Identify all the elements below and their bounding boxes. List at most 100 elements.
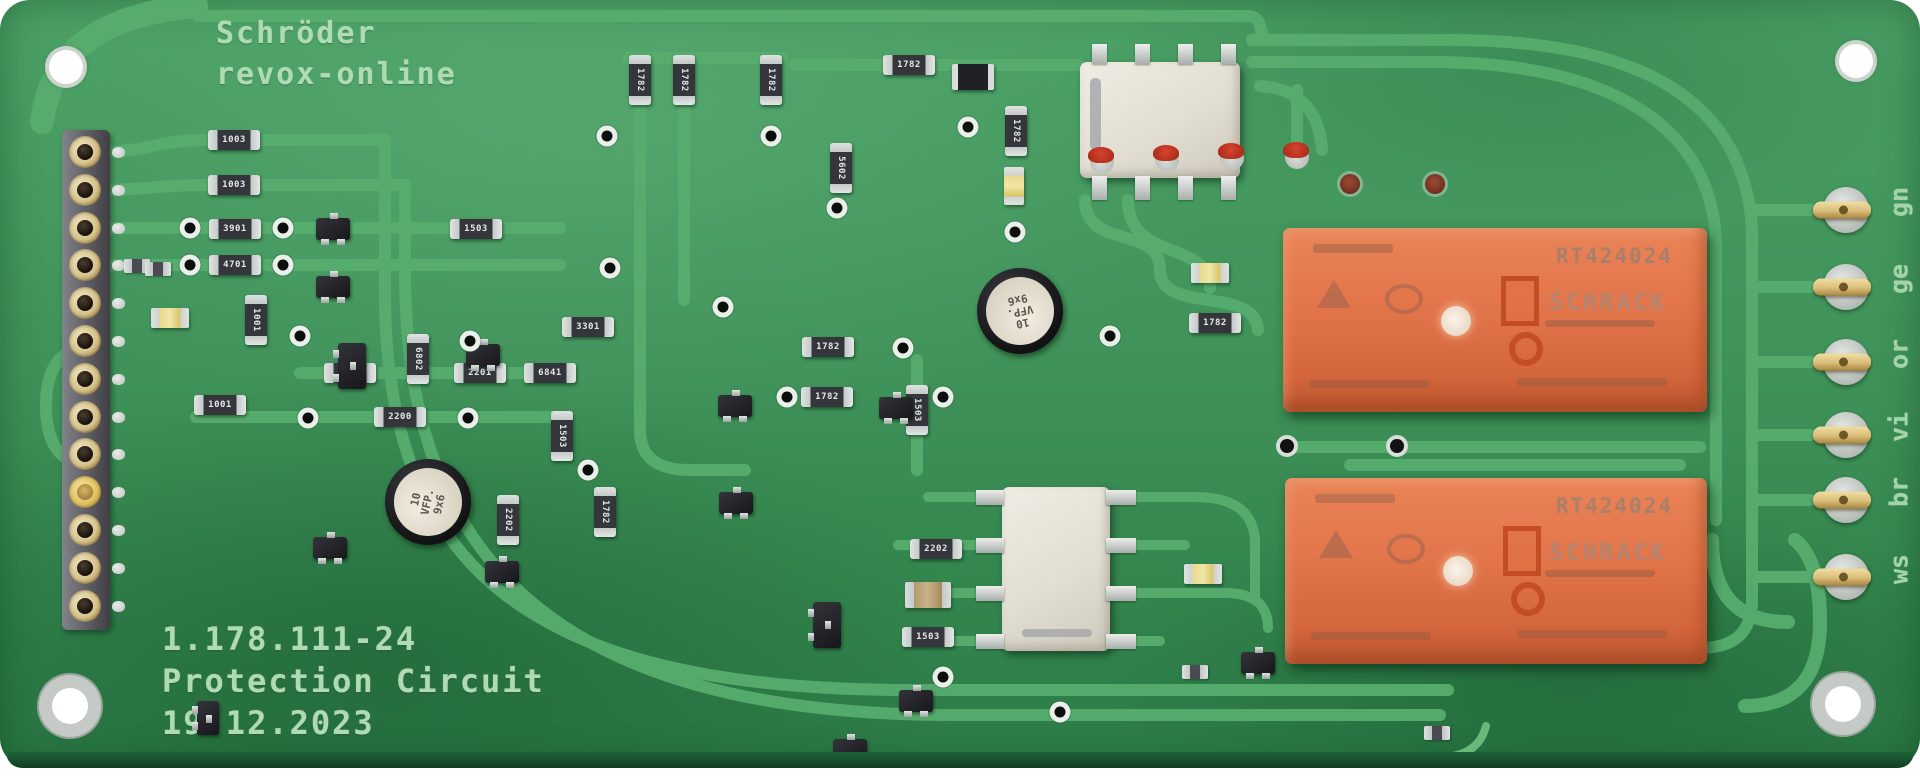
resistor: 3901	[209, 219, 261, 239]
solder-bump	[112, 562, 125, 574]
header-socket	[69, 211, 101, 244]
relay-pin-pad	[1390, 439, 1404, 453]
transistor-sot223	[808, 602, 841, 648]
header-socket	[69, 476, 101, 509]
mounting-hole-bottom-left	[52, 688, 88, 724]
relay-subtext	[1517, 630, 1667, 638]
via	[897, 342, 909, 354]
relay-marking-line	[1315, 494, 1395, 503]
via	[781, 391, 793, 403]
via	[601, 130, 613, 142]
wire-lug	[1813, 278, 1871, 296]
via	[462, 412, 474, 424]
cert-square-icon	[1501, 276, 1539, 326]
ceramic-capacitor	[905, 582, 951, 608]
transistor	[316, 213, 350, 245]
relay-subtext	[1311, 632, 1431, 640]
resistor: 1782	[673, 55, 695, 105]
header-socket	[69, 551, 101, 584]
copper-pad	[1340, 174, 1360, 194]
silkscreen-brand-line2: revox-online	[216, 57, 457, 92]
diode	[952, 64, 994, 90]
transistor	[899, 685, 933, 717]
test-pad-red-marked	[1283, 142, 1309, 169]
solder-bump	[112, 336, 125, 347]
resistor: 1503	[902, 627, 954, 647]
wire-lug	[1813, 491, 1871, 509]
via	[294, 330, 306, 342]
test-pad-red-marked	[1218, 143, 1244, 170]
relay-subtext	[1309, 380, 1429, 388]
mounting-hole-top-left	[49, 50, 83, 84]
resistor: 6841	[524, 363, 576, 383]
led	[151, 308, 189, 328]
wire-label-gn: gn	[1884, 186, 1914, 218]
via	[765, 130, 777, 142]
relay-white-dot	[1443, 556, 1473, 586]
solder-bump	[112, 222, 125, 234]
solder-bump	[112, 373, 125, 385]
resistor: 1001	[245, 295, 267, 345]
wire-label-br: br	[1884, 476, 1914, 508]
via	[184, 259, 196, 271]
wire-label-or: or	[1884, 338, 1914, 370]
transistor	[1241, 647, 1275, 679]
transistor	[718, 390, 752, 422]
cert-oval-icon	[1385, 284, 1423, 314]
resistor: 2200	[374, 407, 426, 427]
test-pad-red-marked	[1153, 145, 1179, 172]
led	[1004, 167, 1024, 205]
box-sticker	[1022, 629, 1092, 637]
wire-lug	[1813, 426, 1871, 444]
box-pin	[976, 538, 1004, 553]
copper-pad	[1425, 174, 1445, 194]
cert-triangle-icon	[1319, 530, 1353, 558]
resistor: 1001	[194, 395, 246, 415]
relay-model: RT424024	[1555, 494, 1673, 518]
box-pin	[1106, 634, 1136, 649]
solder-bump	[112, 411, 125, 423]
solder-bump	[112, 147, 125, 158]
resistor: 1782	[594, 487, 616, 537]
transistor	[485, 556, 519, 588]
cert-square-icon	[1503, 526, 1541, 576]
via	[962, 121, 974, 133]
via	[464, 335, 476, 347]
resistor: 2201	[454, 363, 506, 383]
transistor	[719, 487, 753, 519]
relay-brand: SCHRACK	[1549, 290, 1667, 316]
box-pin	[1221, 44, 1236, 64]
box-pin	[1092, 176, 1107, 200]
resistor: 1782	[801, 387, 853, 407]
solder-bump	[112, 600, 125, 612]
via	[937, 391, 949, 403]
via	[184, 222, 196, 234]
relay-subtext	[1545, 570, 1655, 577]
box-pin	[1135, 44, 1150, 64]
transistor	[316, 271, 350, 303]
led	[1184, 564, 1222, 584]
smd-chip	[1182, 665, 1208, 679]
mounting-hole-bottom-right	[1825, 686, 1861, 722]
resistor: 1782	[760, 55, 782, 105]
via	[831, 202, 843, 214]
via	[937, 671, 949, 683]
solder-bump	[112, 184, 125, 196]
resistor: 1782	[883, 55, 935, 75]
header-socket	[69, 438, 101, 471]
via	[1054, 706, 1066, 718]
resistor: 4701	[209, 255, 261, 275]
relay-model: RT424024	[1555, 244, 1673, 268]
solder-bump	[112, 525, 125, 536]
resistor: 1503	[551, 411, 573, 461]
box-pin	[1178, 44, 1193, 64]
resistor: 2202	[497, 495, 519, 545]
wire-lug	[1813, 353, 1871, 371]
smd-chip	[145, 262, 171, 276]
box-sticker	[1090, 78, 1101, 150]
transistor	[879, 392, 913, 424]
